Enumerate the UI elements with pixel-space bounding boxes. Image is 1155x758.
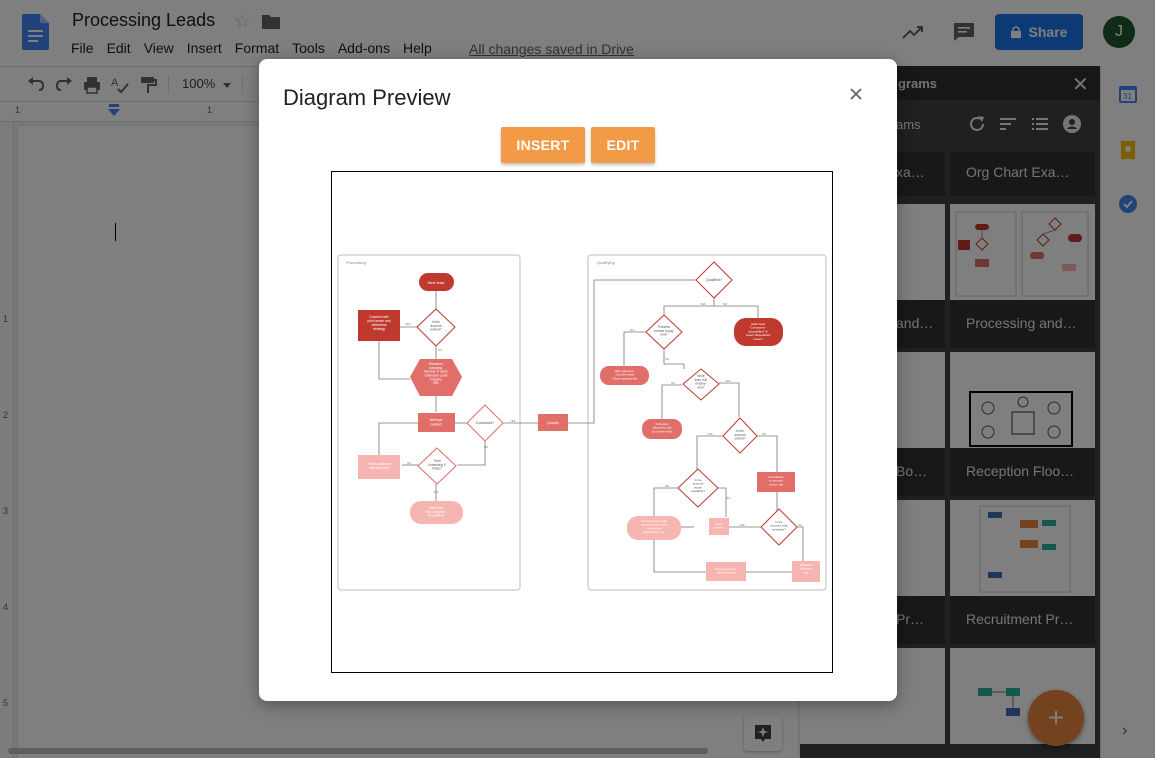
connector [568,279,696,424]
node-coordinate [757,472,795,492]
node-label: New lead [428,280,445,285]
connector [663,349,685,369]
connector [378,422,418,455]
connector [719,382,740,417]
swimlane-qualifying [587,254,827,591]
connector [653,487,678,517]
decision-qualified [695,261,733,299]
edge-label-no: NO [762,432,767,436]
node-introduce [627,516,681,540]
edge-label-yes: YES [433,490,439,494]
connector [661,384,682,419]
connector [653,540,706,573]
lane-label: Processing [346,260,366,265]
connector [457,441,486,466]
node-lead-convert [709,518,729,535]
dialog-title: Diagram Preview [283,85,451,110]
edge-label-no: NO [484,445,489,449]
connector [623,331,646,366]
swimlane-processing [337,254,521,591]
diagram-preview-dialog: Diagram Preview INSERT EDIT Processing Q… [259,59,897,701]
edge-label-no: NO [665,484,670,488]
connector [714,305,759,318]
connector [696,435,723,470]
node-label: Qualified? [706,278,722,282]
decision-is-owned [416,308,456,347]
edge-label-no: NO [407,461,412,465]
connector [757,435,778,472]
edge-label-yes: YES [405,322,411,326]
diagram-preview-frame: Processing Qualifying [331,171,833,673]
edge-label-yes: YES [739,523,745,527]
decision-more-200 [682,368,720,401]
connector [718,487,727,517]
connector [663,296,715,315]
edge-labels: YES NO YES NO NO YES YES NO YES NO NO YE… [405,302,803,527]
lane-label: Qualifying [597,260,615,265]
node-label: Mark lead'Not contacted -disqualified' [425,506,447,518]
edge-label-no: NO [798,523,803,527]
decision-owner-avail [677,468,719,508]
node-mark-contacted [734,318,783,346]
edge-label-yes: YES [725,496,731,500]
flowchart-diagram: Processing Qualifying [337,254,827,591]
node-take-payment [600,366,649,385]
edge-label-yes: YES [707,432,713,436]
insert-button[interactable]: INSERT [501,127,585,163]
connector [378,341,410,380]
connector [797,526,804,561]
edge-label-no: NO [671,381,676,385]
node-label: Qualify [547,421,559,425]
node-connect [358,310,400,341]
node-attempt [418,413,455,432]
node-label: Contacted? [476,421,494,425]
edge-label-yes: YES [725,379,731,383]
edge-label-yes: YES [700,302,706,306]
edge-label-no: NO [438,348,443,352]
decision-tried [417,447,457,485]
node-follow-up [358,455,400,479]
edge-label-yes: YES [629,328,635,332]
close-icon[interactable] [847,85,865,103]
edge-label-yes: YES [510,419,516,423]
node-research [410,359,462,396]
edge-label-no: NO [723,302,728,306]
edit-button[interactable]: EDIT [591,127,655,163]
decision-acct-seat [760,508,798,546]
flowchart-connectors [378,279,804,573]
decision-acct-owned [722,417,758,454]
node-schedule [642,419,682,439]
node-create-event [706,562,746,581]
node-label: Take payment- Convert lead- Close opport… [611,369,637,380]
node-schedule-disc [792,561,820,582]
node-mark-not [410,501,463,524]
decision-possess [645,314,683,350]
edge-label-no: NO [665,357,670,361]
node-label: Mark lead"Contacted -disqualified" &sele… [746,322,771,341]
node-qualify [538,414,568,431]
node-new-lead [419,273,454,291]
decision-contacted [466,404,504,442]
